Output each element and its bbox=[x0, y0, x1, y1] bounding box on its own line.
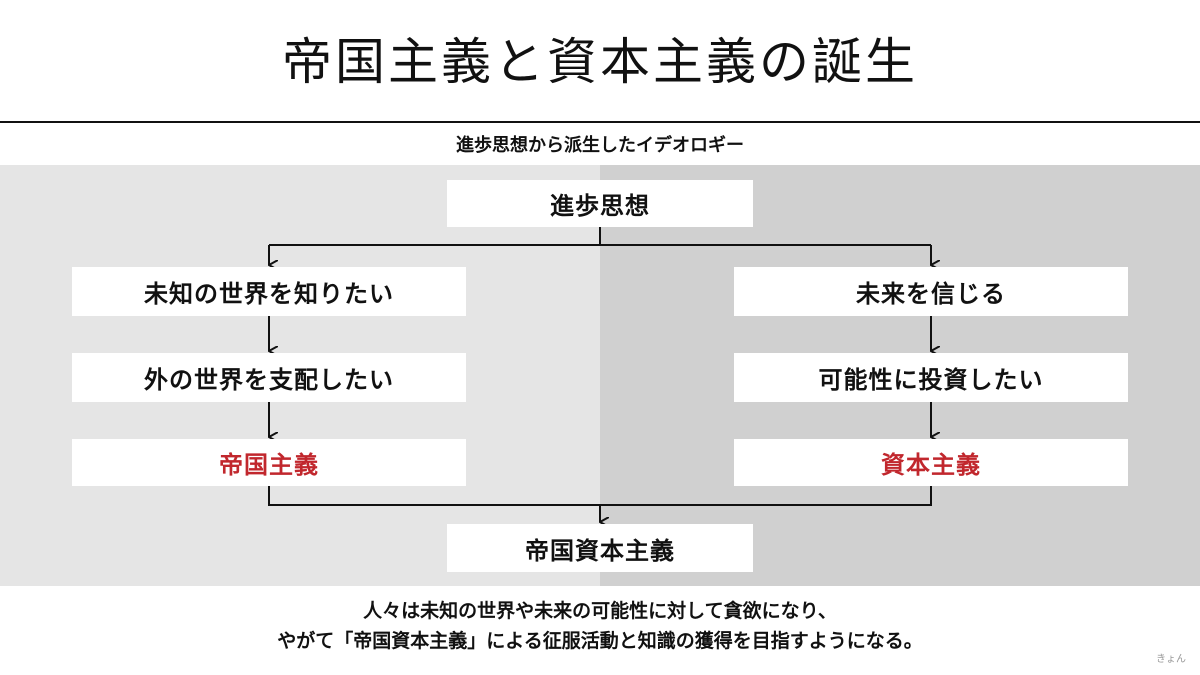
merge-connector bbox=[268, 486, 932, 506]
right-step1-box: 未来を信じる bbox=[734, 267, 1128, 316]
right-step2-box: 可能性に投資したい bbox=[734, 353, 1128, 402]
summary-line-2: やがて「帝国資本主義」による征服活動と知識の獲得を目指すようになる。 bbox=[277, 630, 923, 652]
left-step2-box: 外の世界を支配したい bbox=[72, 353, 466, 402]
summary-text: 人々は未知の世界や未来の可能性に対して貪欲になり、 やがて「帝国資本主義」による… bbox=[0, 596, 1200, 656]
page-title: 帝国主義と資本主義の誕生 bbox=[282, 33, 918, 91]
left-result-box: 帝国主義 bbox=[72, 439, 466, 486]
root-box: 進歩思想 bbox=[447, 180, 753, 227]
title-divider bbox=[0, 121, 1200, 123]
merged-box: 帝国資本主義 bbox=[447, 524, 753, 572]
summary-line-1: 人々は未知の世界や未来の可能性に対して貪欲になり、 bbox=[363, 600, 837, 622]
author-credit: きょん bbox=[1156, 654, 1186, 665]
diagram-subtitle: 進歩思想から派生したイデオロギー bbox=[456, 135, 744, 156]
right-result-box: 資本主義 bbox=[734, 439, 1128, 486]
left-step1-box: 未知の世界を知りたい bbox=[72, 267, 466, 316]
